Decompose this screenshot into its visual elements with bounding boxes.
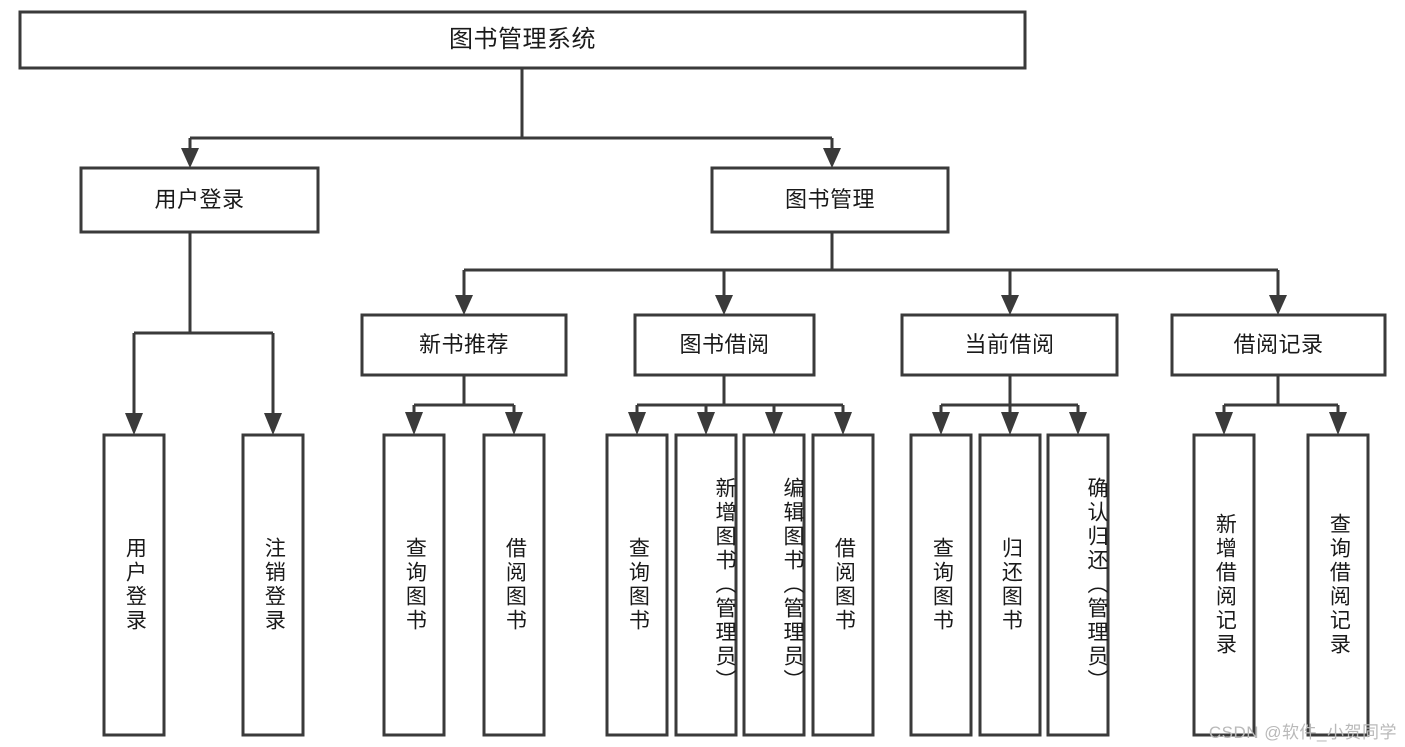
arrow-leaf-user-login-1 [125,413,143,435]
arrow-to-user-login [181,148,199,168]
edges-current-borrow-to-leaves [932,375,1087,435]
edges-book-borrow-to-leaves [628,375,852,435]
arrow-leaf-new-book-2 [505,412,523,435]
node-box-leaf-borrow-record-1[interactable] [1192,433,1256,737]
arrow-leaf-new-book-1 [405,412,423,435]
edges-root-to-level2 [181,68,841,168]
arrow-leaf-book-borrow-2 [697,412,715,435]
edges-borrow-record-to-leaves [1215,375,1347,435]
node-box-leaf-current-borrow-3[interactable] [1046,433,1110,737]
node-box-leaf-user-login-2[interactable] [241,433,305,737]
arrow-leaf-current-borrow-3 [1069,412,1087,435]
edges-user-login-to-leaves [125,232,282,435]
arrow-leaf-borrow-record-1 [1215,412,1233,435]
node-box-book-borrow[interactable] [633,313,816,377]
watermark: CSDN @软件_小贺同学 [1208,723,1397,742]
arrow-leaf-user-login-2 [264,413,282,435]
node-box-leaf-current-borrow-2[interactable] [978,433,1042,737]
edges-book-mgmt-to-level3 [455,232,1287,315]
arrow-leaf-borrow-record-2 [1329,412,1347,435]
node-box-book-management[interactable] [710,166,950,234]
node-box-leaf-book-borrow-1[interactable] [605,433,669,737]
node-box-current-borrow[interactable] [900,313,1119,377]
arrow-to-current-borrow [1001,295,1019,315]
node-box-leaf-current-borrow-1[interactable] [909,433,973,737]
node-box-root[interactable] [18,10,1027,70]
arrow-leaf-current-borrow-2 [1001,412,1019,435]
edges-new-book-to-leaves [405,375,523,435]
node-box-leaf-new-book-1[interactable] [382,433,446,737]
arrow-to-book-borrow [715,295,733,315]
arrow-to-new-book [455,295,473,315]
node-box-leaf-book-borrow-2[interactable] [674,433,738,737]
node-box-leaf-user-login-1[interactable] [102,433,166,737]
node-box-borrow-record[interactable] [1170,313,1387,377]
arrow-leaf-book-borrow-3 [765,412,783,435]
node-box-leaf-borrow-record-2[interactable] [1306,433,1370,737]
arrow-leaf-book-borrow-4 [834,412,852,435]
node-box-leaf-book-borrow-3[interactable] [742,433,806,737]
node-box-user-login[interactable] [79,166,320,234]
node-box-leaf-new-book-2[interactable] [482,433,546,737]
arrow-leaf-book-borrow-1 [628,412,646,435]
arrow-to-borrow-record [1269,295,1287,315]
node-box-new-book-recommend[interactable] [360,313,568,377]
arrow-to-book-mgmt [823,148,841,168]
node-box-leaf-book-borrow-4[interactable] [811,433,875,737]
arrow-leaf-current-borrow-1 [932,412,950,435]
